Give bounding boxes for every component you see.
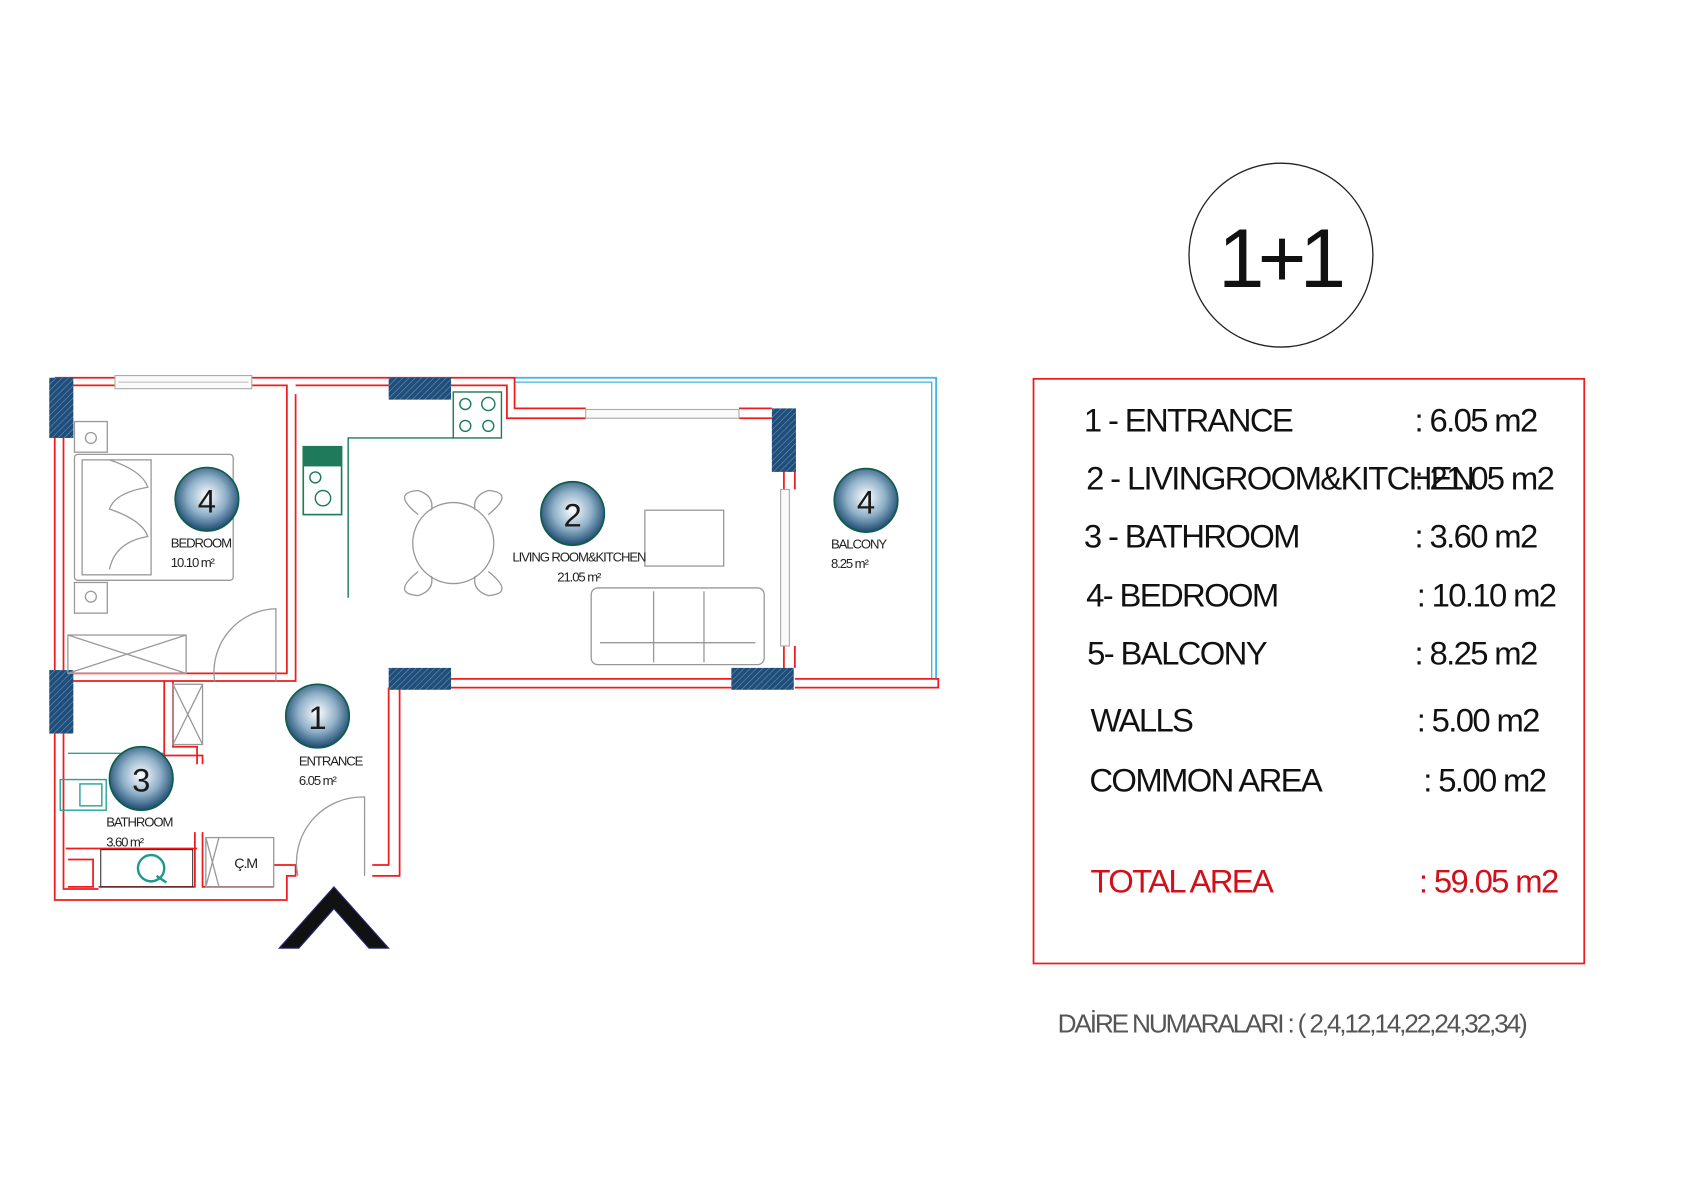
- unit-type-badge: 1+1: [1188, 162, 1374, 348]
- room-badge-balcony: 4: [833, 467, 899, 533]
- table-value: : 5.00 m2: [1417, 701, 1539, 738]
- sofa: [590, 587, 765, 666]
- bed: [73, 420, 234, 614]
- walls: [53, 376, 940, 901]
- svg-text:4: 4: [198, 482, 216, 519]
- room-area-entrance: 6.05 m²: [299, 773, 338, 788]
- svg-text:4: 4: [857, 484, 875, 521]
- total-area-label: TOTAL AREA: [1090, 862, 1274, 899]
- room-name-living: LIVING ROOM&KITCHEN: [512, 550, 646, 565]
- table-label: 3 - BATHROOM: [1084, 517, 1299, 554]
- table-label: 5- BALCONY: [1087, 635, 1268, 672]
- total-area-value: : 59.05 m2: [1419, 862, 1558, 899]
- svg-text:1: 1: [308, 699, 326, 736]
- windows: [114, 375, 790, 647]
- bathroom-fixtures: [59, 752, 275, 888]
- tv-unit: [644, 509, 725, 567]
- table-value: : 10.10 m2: [1417, 577, 1556, 614]
- table-label: COMMON AREA: [1089, 762, 1323, 799]
- room-area-bedroom: 10.10 m²: [171, 555, 216, 570]
- wardrobe: [67, 634, 204, 746]
- room-name-balcony: BALCONY: [831, 537, 887, 552]
- structural-columns: [49, 377, 796, 734]
- table-label: 4- BEDROOM: [1086, 577, 1278, 614]
- kitchen-counter: [302, 391, 503, 598]
- room-badge-bathroom: 3: [108, 745, 174, 812]
- doors: [213, 608, 366, 877]
- unit-type: 1+1: [1218, 212, 1343, 305]
- apartment-numbers: DAİRE NUMARALARI : ( 2,4,12,14,22,24,32,…: [1058, 1008, 1527, 1038]
- room-area-bathroom: 3.60 m²: [106, 834, 145, 849]
- balcony-outline: [514, 376, 937, 679]
- room-badge-living: 2: [540, 480, 606, 547]
- table-value: : 21.05 m2: [1415, 459, 1554, 496]
- table-value: : 3.60 m2: [1415, 517, 1537, 554]
- svg-text:2: 2: [563, 497, 581, 534]
- table-value: : 5.00 m2: [1423, 762, 1545, 799]
- table-label: 1 - ENTRANCE: [1084, 401, 1293, 438]
- room-name-bathroom: BATHROOM: [106, 815, 172, 830]
- room-area-balcony: 8.25 m²: [831, 556, 870, 571]
- room-name-bedroom: BEDROOM: [171, 535, 231, 550]
- cm-label: Ç.M: [234, 856, 257, 872]
- dining-table: [403, 489, 503, 597]
- table-value: : 6.05 m2: [1415, 401, 1537, 438]
- room-area-living: 21.05 m²: [557, 569, 602, 584]
- area-table: 1 - ENTRANCE : 6.05 m2 2 - LIVINGROOM&KI…: [1032, 377, 1586, 965]
- table-label: WALLS: [1090, 701, 1193, 738]
- room-badge-entrance: 1: [284, 683, 351, 749]
- room-name-entrance: ENTRANCE: [299, 753, 364, 768]
- table-value: : 8.25 m2: [1415, 635, 1537, 672]
- room-badge-bedroom: 4: [174, 466, 240, 532]
- table-label: 2 - LIVINGROOM&KITCHEN: [1086, 459, 1473, 496]
- svg-text:3: 3: [132, 762, 150, 799]
- entrance-arrow-icon: [277, 886, 390, 949]
